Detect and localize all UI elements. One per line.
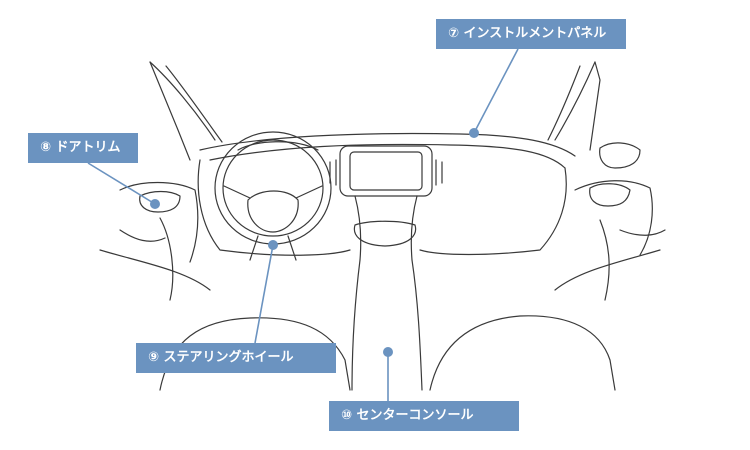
right-door-handle [599,219,666,301]
center-vent-right [435,159,443,186]
center-display [349,151,423,191]
center-stack [354,195,418,261]
steering-spoke-left [223,185,251,199]
steering-spoke-right [295,185,323,199]
leader-steering-wheel [254,244,274,344]
dashboard-lower-left [197,159,351,256]
right-door-vent [589,183,631,207]
callout-steering-wheel: ⑨ ステアリングホイール [136,343,336,373]
steering-wheel-rim-inner [222,139,324,237]
right-door-armrest [554,249,661,291]
dashboard-brow [209,143,566,169]
left-door-handle [119,217,174,301]
left-door-armrest [99,249,211,291]
steering-wheel-hub [247,190,299,233]
cluster-hood [237,141,319,151]
left-a-pillar [149,61,216,141]
dashboard-top [199,132,576,157]
shifter-unit [353,220,417,247]
left-a-pillar-inner [165,65,223,143]
right-window-frame [589,61,601,151]
right-seat [429,315,616,391]
left-door-vent [139,190,181,213]
marker-instrument-panel [469,128,479,138]
left-window-frame [149,61,191,161]
callout-center-console: ⑩ センターコンソール [329,401,519,431]
marker-steering-wheel [268,240,278,250]
right-door-panel [574,180,653,256]
leader-door-trim [87,162,156,205]
callout-instrument-panel: ⑦ インストルメントパネル [436,19,626,49]
steering-column [249,235,297,261]
console-body [351,259,423,391]
marker-center-console [383,347,393,357]
right-mirror [599,142,641,169]
center-display-bezel [339,145,433,197]
marker-door-trim [150,199,160,209]
right-a-pillar-inner [547,65,581,141]
dashboard-lower-right [419,167,567,256]
right-a-pillar [554,61,596,141]
leader-instrument-panel [473,48,519,134]
callout-door-trim: ⑧ ドアトリム [28,133,138,163]
left-door-panel [119,181,199,263]
steering-wheel-rim [214,131,332,245]
